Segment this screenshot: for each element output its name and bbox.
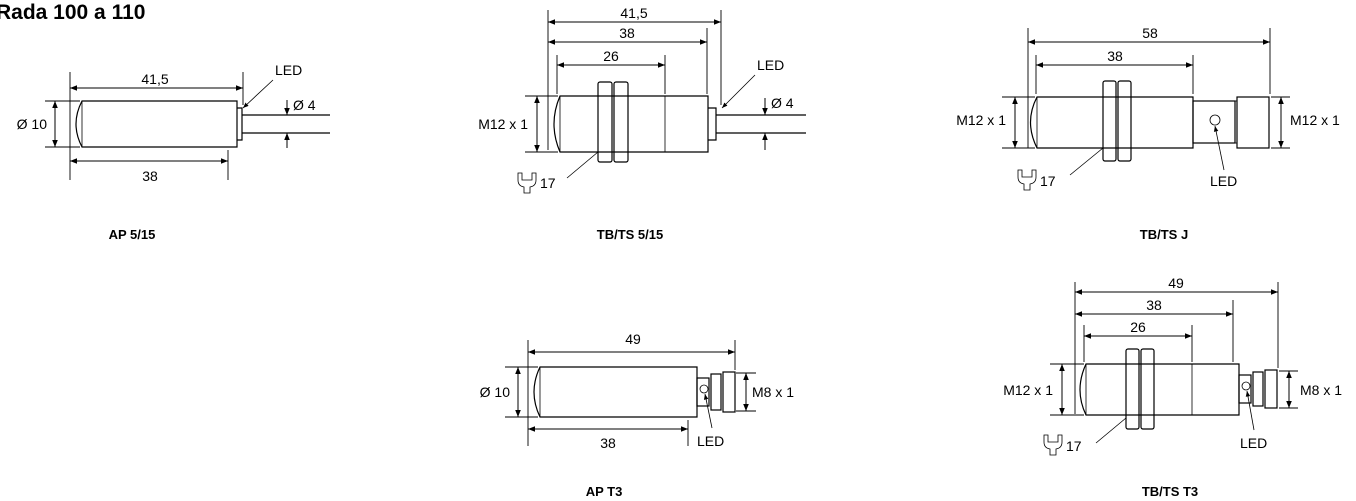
connector-thread-label: M8 x 1	[1300, 382, 1342, 398]
led-label: LED	[697, 433, 724, 449]
thread-label: M12 x 1	[956, 112, 1006, 128]
connector-thread-label: M8 x 1	[752, 384, 794, 400]
sensor-body	[553, 81, 806, 163]
length-total-label: 41,5	[141, 71, 168, 87]
length-body-label: 38	[619, 25, 635, 41]
caption-tbts-j: TB/TS J	[1140, 227, 1188, 242]
cable-diameter-label: Ø 4	[293, 97, 316, 113]
led-label: LED	[757, 57, 784, 73]
length-thread-label: 26	[603, 48, 619, 64]
diameter-label: Ø 10	[17, 116, 48, 132]
caption-tbts-5-15: TB/TS 5/15	[597, 227, 663, 242]
length-total-label: 49	[1168, 275, 1184, 291]
led-label: LED	[275, 62, 302, 78]
wrench-icon	[1043, 434, 1063, 456]
thread-label: M12 x 1	[1003, 382, 1053, 398]
length-body-label: 38	[142, 168, 158, 184]
wrench-icon	[1017, 169, 1037, 191]
thread-label: M12 x 1	[478, 116, 528, 132]
length-total-label: 49	[625, 331, 641, 347]
wrench-size-label: 17	[1040, 173, 1056, 189]
length-body-label: 38	[600, 435, 616, 451]
connector-thread-label: M12 x 1	[1290, 112, 1340, 128]
drawing-tbts-5-15: 17 41,5 38 26 M12 x 1 Ø 4 LED TB/TS 5/15	[478, 5, 806, 242]
caption-ap-5-15: AP 5/15	[109, 227, 156, 242]
dimension-lines	[1050, 282, 1298, 444]
drawing-tbts-j: 17 58 38 M12 x 1 M12 x 1 LED TB/TS J	[956, 25, 1340, 242]
drawing-ap-5-15: 41,5 38 Ø 10 Ø 4 LED AP 5/15	[17, 62, 330, 242]
page-heading: Rada 100 a 110	[0, 1, 146, 24]
length-total-label: 41,5	[620, 5, 647, 21]
sensor-body	[75, 100, 330, 148]
length-thread-label: 26	[1130, 319, 1146, 335]
drawing-ap-t3: 49 38 Ø 10 M8 x 1 LED AP T3	[480, 331, 795, 499]
length-total-label: 58	[1142, 25, 1158, 41]
sensor-body	[533, 366, 736, 418]
dimension-lines	[45, 72, 290, 180]
sensor-body	[1079, 348, 1278, 430]
wrench-icon	[517, 172, 537, 194]
diameter-label: Ø 10	[480, 384, 511, 400]
caption-tbts-t3: TB/TS T3	[1142, 484, 1198, 499]
length-body-label: 38	[1146, 297, 1162, 313]
cable-diameter-label: Ø 4	[771, 95, 794, 111]
dimension-lines	[525, 10, 768, 179]
led-label: LED	[1240, 435, 1267, 451]
length-body-label: 38	[1107, 48, 1123, 64]
caption-ap-t3: AP T3	[586, 484, 623, 499]
led-label: LED	[1210, 173, 1237, 189]
drawing-tbts-t3: 17 49 38 26 M12 x 1 M8 x 1 LED TB/TS T3	[1003, 275, 1342, 499]
wrench-size-label: 17	[540, 175, 556, 191]
dimension-lines	[505, 340, 756, 446]
dimension-lines	[1002, 28, 1290, 176]
sensor-body	[1029, 80, 1270, 162]
wrench-size-label: 17	[1066, 438, 1082, 454]
